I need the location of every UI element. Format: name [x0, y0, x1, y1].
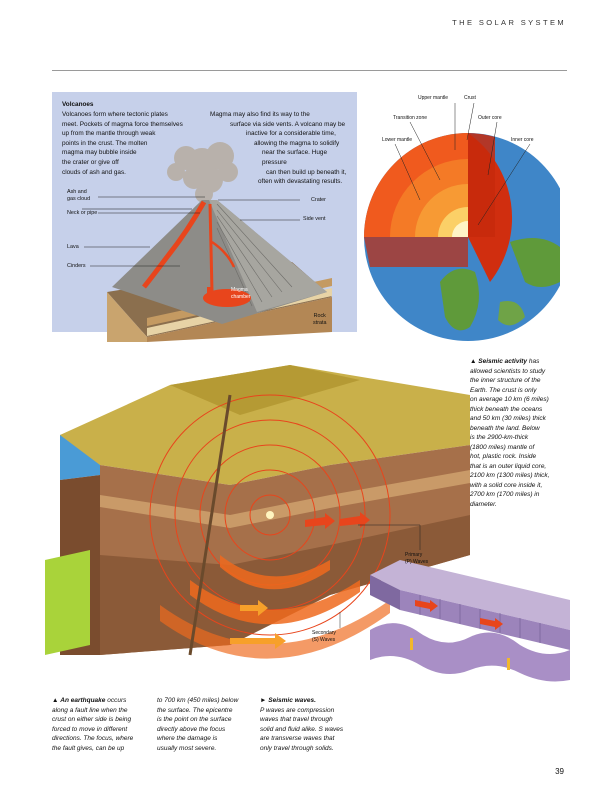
volcano-text-right: Magma may also find its way to the surfa… [210, 110, 352, 187]
caption-line: the fault gives, can be up [52, 744, 125, 752]
label-line: (S) Waves [312, 636, 336, 643]
label-neck: Neck or pipe [67, 210, 98, 216]
caption-line: ▲ Seismic activity has [470, 357, 580, 367]
caption-line: to 700 km (450 miles) below [157, 697, 239, 704]
label-lava: Lava [67, 244, 79, 250]
label-upper-mantle: Upper mantle [418, 95, 449, 101]
volcano-text-line: allowing the magma to solidify [254, 139, 340, 147]
caption-line: ▲ An earthquake occurs [52, 696, 152, 706]
caption-line: (1800 miles) mantle of [470, 443, 535, 451]
volcano-title: Volcanoes [62, 101, 94, 108]
caption-line: solid and fluid alike. S waves [260, 725, 344, 733]
caption-line: the surface. The epicentre [157, 706, 233, 714]
caption-line: with a solid core inside it, [470, 481, 543, 489]
caption-line: beneath the land. Below [470, 424, 540, 432]
wave-blocks [370, 560, 570, 682]
volcano-text-left: Volcanoes form where tectonic plates mee… [62, 110, 183, 177]
volcano-text-line: points in the crust. The molten [62, 139, 148, 147]
label-line: Secondary [312, 630, 336, 636]
page-number: 39 [555, 767, 564, 776]
label-crater: Crater [311, 197, 326, 203]
volcano-text-line: Volcanoes form where tectonic plates [62, 111, 168, 118]
label-line: strata [313, 320, 327, 326]
volcano-text-line: near the surface. Huge pressure [262, 149, 328, 166]
label-ash: Ash and gas cloud [67, 189, 90, 203]
triangle-right-icon: ► [260, 697, 269, 704]
label-line: chamber [231, 293, 251, 300]
caption-line: directions. The focus, where [52, 735, 134, 742]
caption-bold: An earthquake [60, 697, 106, 704]
caption-line: diameter. [470, 500, 497, 508]
caption-line: 2100 km (1300 miles) thick, [470, 472, 550, 479]
caption-line: usually most severe. [157, 744, 217, 752]
label-lower-mantle: Lower mantle [382, 137, 413, 143]
caption-text: occurs [105, 697, 127, 704]
earthquake-caption: ▲ An earthquake occurs along a fault lin… [52, 696, 152, 753]
volcano-text-line: surface via side vents. A volcano may be [230, 120, 346, 128]
label-line: Magma [231, 287, 248, 293]
caption-line: is the 2900-km-thick [470, 434, 529, 441]
label-secondary-waves: Secondary (S) Waves [312, 630, 336, 643]
seismic-caption: ▲ Seismic activity has allowed scientist… [470, 357, 580, 509]
caption-line: is the point on the surface [157, 716, 232, 723]
label-side-vent: Side vent [303, 216, 326, 222]
volcano-text-line: can then build up beneath it, [266, 168, 347, 176]
label-inner-core: Inner core [511, 137, 534, 143]
caption-line: on average 10 km (6 miles) [470, 396, 549, 403]
caption-line: hot, plastic rock. Inside [470, 453, 537, 460]
triangle-icon: ▲ [52, 697, 61, 704]
label-line: Primary [405, 552, 423, 558]
label-line: Ash and [67, 189, 87, 195]
volcano-text-line: inactive for a considerable time, [246, 130, 336, 138]
caption-line: P waves are compression [260, 706, 335, 714]
label-transition-zone: Transition zone [393, 115, 427, 121]
caption-line: Earth. The crust is only [470, 386, 537, 394]
caption-line: and 50 km (30 miles) thick [470, 415, 546, 422]
volcano-text-line: often with devastating results. [258, 178, 343, 186]
caption-line: where the damage is [157, 735, 218, 742]
caption-text: has [527, 358, 540, 365]
header-rule [52, 70, 567, 71]
caption-bold: Seismic waves. [268, 697, 316, 704]
caption-line: 2700 km (1700 miles) in [470, 491, 540, 498]
caption-line: the inner structure of the [470, 377, 541, 384]
volcano-text-line: meet. Pockets of magma force themselves [62, 120, 183, 128]
caption-line: thick beneath the oceans [470, 405, 543, 413]
label-outer-core: Outer core [478, 115, 502, 121]
label-magma-chamber: Magma chamber [231, 287, 250, 300]
volcano-text-line: up from the mantle through weak [62, 130, 156, 138]
section-header: THE SOLAR SYSTEM [452, 18, 566, 27]
label-line: (P) Waves [405, 558, 429, 565]
label-rock-strata: Rock strata [313, 313, 326, 327]
label-cinders: Cinders [67, 263, 86, 269]
volcano-illustration [82, 142, 332, 342]
caption-bold: Seismic activity [478, 358, 528, 365]
epicentre-caption: to 700 km (450 miles) below the surface.… [157, 696, 257, 753]
label-line: gas cloud [67, 196, 91, 202]
caption-line: only travel through solids. [260, 744, 334, 752]
caption-line: waves that travel through [260, 716, 333, 723]
caption-line: allowed scientists to study [470, 367, 546, 375]
volcano-text-line: clouds of ash and gas. [62, 168, 126, 176]
volcano-text-line: Magma may also find its way to the [210, 111, 310, 118]
caption-line: directly above the focus [157, 725, 226, 733]
waves-caption: ► Seismic waves. P waves are compression… [260, 696, 372, 753]
caption-line: forced to move in different [52, 725, 128, 733]
volcano-text-line: the crater or give off [62, 158, 119, 166]
triangle-icon: ▲ [470, 358, 479, 365]
caption-line: along a fault line when the [52, 706, 128, 714]
earthquake-illustration [45, 365, 470, 659]
caption-line: that is an outer liquid core, [470, 462, 547, 470]
volcano-text-line: magma may bubble inside [62, 149, 137, 157]
label-crust: Crust [464, 95, 476, 101]
earth-cutaway [364, 133, 560, 341]
label-primary-waves: Primary (P) Waves [405, 552, 428, 565]
caption-line: crust on either side is being [52, 716, 132, 723]
caption-line: ► Seismic waves. [260, 696, 372, 706]
caption-line: are transverse waves that [260, 735, 335, 742]
label-line: Rock [313, 313, 326, 319]
